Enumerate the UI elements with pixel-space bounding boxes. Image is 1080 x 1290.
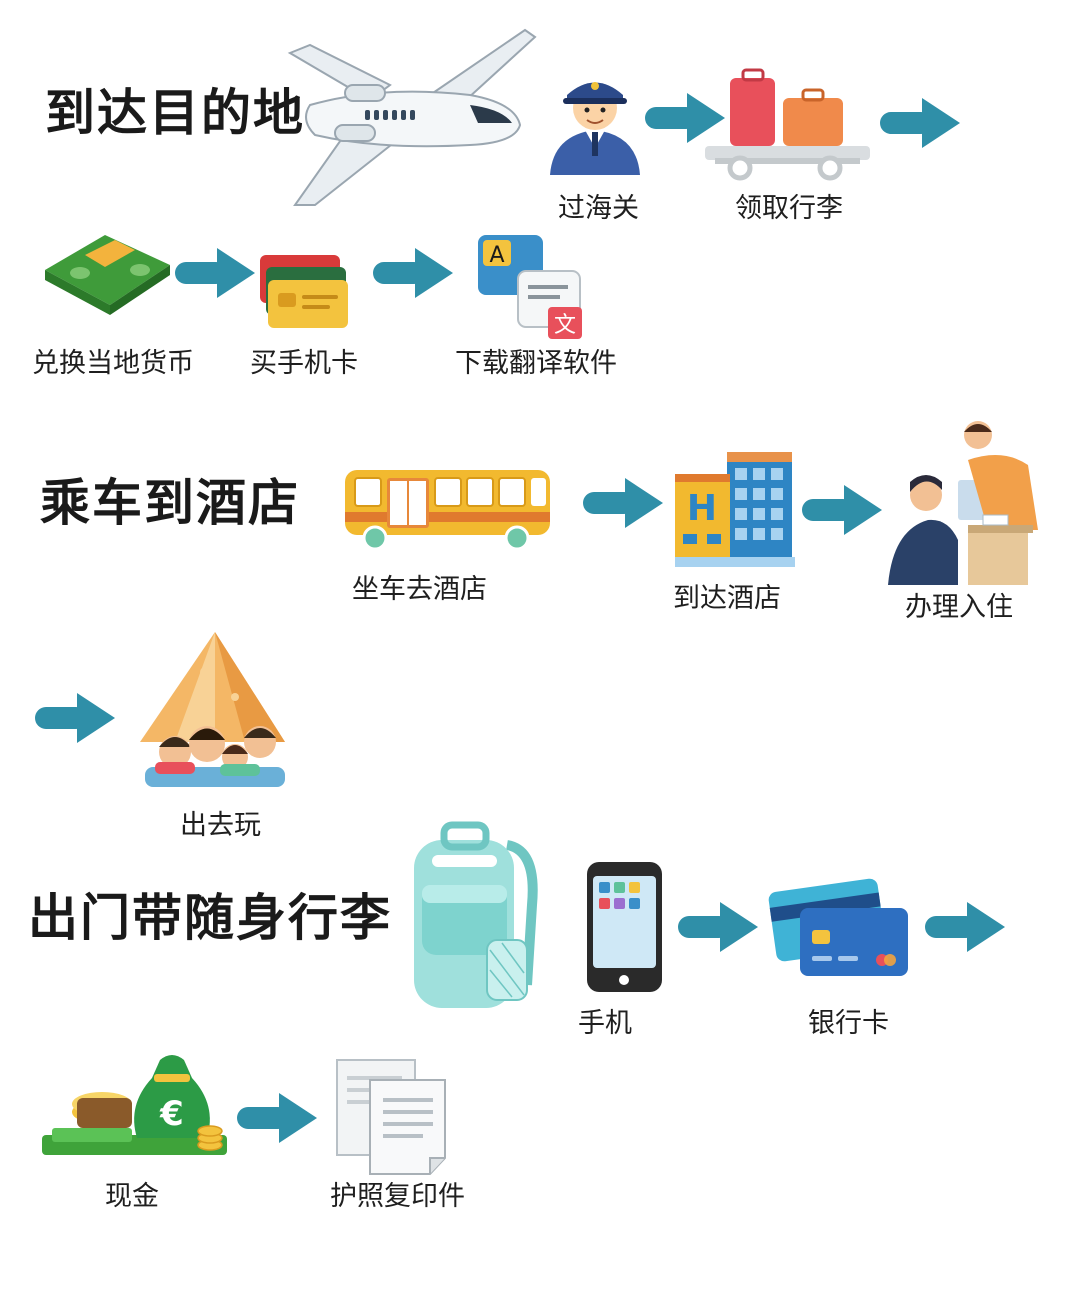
sim-card-icon xyxy=(260,255,348,328)
luggage-cart-icon xyxy=(705,68,870,181)
step-label-customs: 过海关 xyxy=(558,193,639,224)
step-label-passport-copy: 护照复印件 xyxy=(330,1181,465,1212)
svg-text:A: A xyxy=(489,243,504,268)
money-bag-icon: € xyxy=(42,1055,227,1155)
step-label-arrive-hotel: 到达酒店 xyxy=(673,583,781,614)
smartphone-icon xyxy=(587,862,662,992)
airplane-icon xyxy=(287,28,537,206)
customs-officer-icon xyxy=(550,82,640,175)
reception-desk-icon xyxy=(888,421,1038,585)
section-title-hotel: 乘车到酒店 xyxy=(40,474,300,532)
arrow-icon xyxy=(678,902,758,952)
step-label-exchange: 兑换当地货币 xyxy=(32,348,194,379)
arrow-icon xyxy=(175,248,255,298)
step-label-simcard: 买手机卡 xyxy=(250,348,358,379)
step-label-translate: 下载翻译软件 xyxy=(455,348,617,379)
step-label-goout: 出去玩 xyxy=(180,810,261,841)
svg-text:€: € xyxy=(159,1094,184,1134)
section-title-carry: 出门带随身行李 xyxy=(28,889,392,947)
arrow-icon xyxy=(237,1093,317,1143)
family-tent-icon xyxy=(140,632,285,787)
step-label-bus: 坐车去酒店 xyxy=(352,574,487,605)
arrow-icon xyxy=(373,248,453,298)
section-title-arrive: 到达目的地 xyxy=(45,84,305,142)
svg-text:H: H xyxy=(687,488,717,529)
arrow-icon xyxy=(35,693,115,743)
svg-text:文: 文 xyxy=(554,313,576,338)
backpack-icon xyxy=(414,821,538,1008)
bank-card-icon xyxy=(768,878,908,976)
arrow-icon xyxy=(880,98,960,148)
bus-icon xyxy=(345,470,550,551)
translate-app-icon: A 文 xyxy=(478,235,582,339)
step-label-checkin: 办理入住 xyxy=(905,592,1013,623)
step-label-phone: 手机 xyxy=(578,1008,632,1039)
cash-stack-icon xyxy=(45,235,170,315)
arrow-icon xyxy=(802,485,882,535)
arrow-icon xyxy=(925,902,1005,952)
documents-icon xyxy=(336,1059,446,1175)
step-label-cash: 现金 xyxy=(105,1181,159,1212)
step-label-bankcard: 银行卡 xyxy=(808,1008,889,1039)
hotel-building-icon: H xyxy=(675,452,795,567)
step-label-luggage: 领取行李 xyxy=(735,193,843,224)
arrow-icon xyxy=(583,478,663,528)
